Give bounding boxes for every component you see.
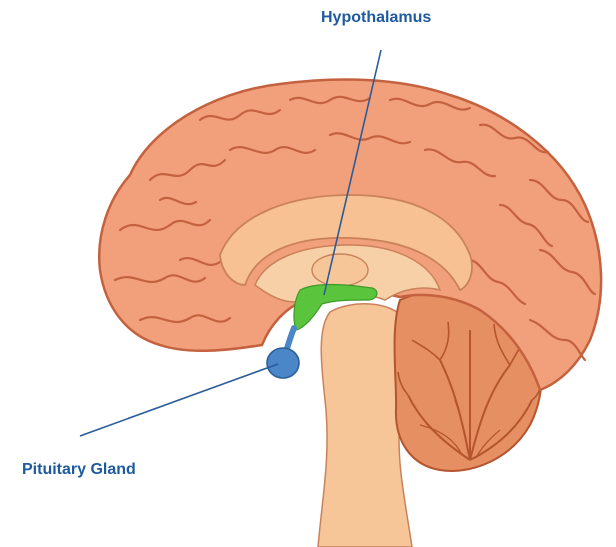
hypothalamus-label: Hypothalamus: [321, 9, 432, 26]
pituitary-gland: [266, 347, 300, 379]
hypothalamus-leader-line: [323, 49, 382, 296]
thalamus-mass: [311, 253, 369, 287]
pituitary-gland-label: Pituitary Gland: [22, 461, 136, 478]
pituitary-leader-line: [79, 363, 279, 437]
corpus-callosum: [219, 194, 473, 292]
